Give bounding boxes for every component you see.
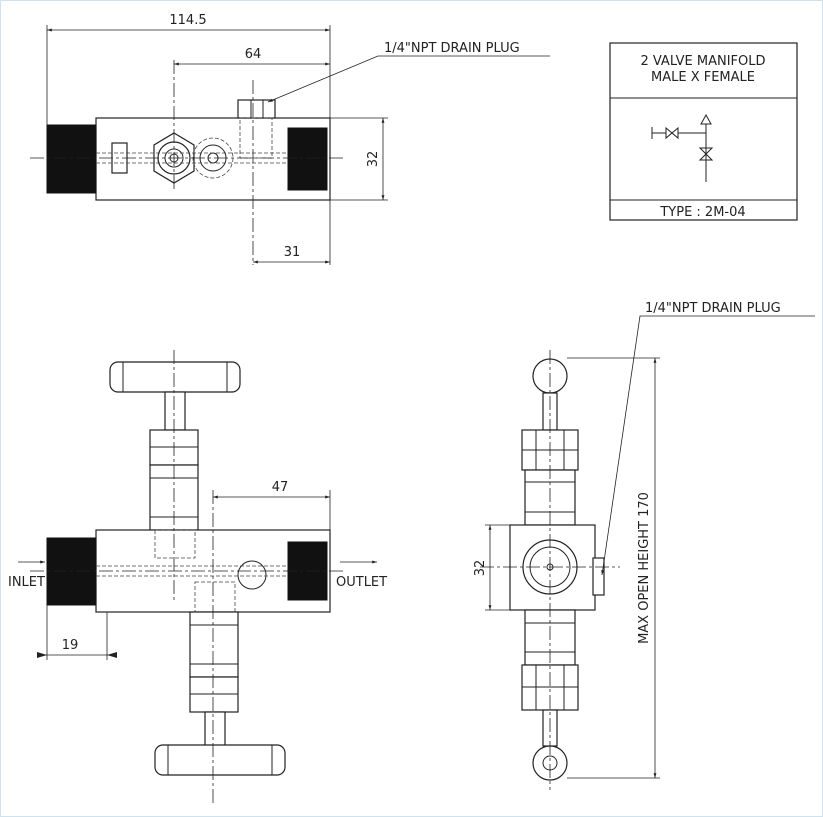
side-drain-plug-label: 1/4"NPT DRAIN PLUG [645, 301, 781, 316]
dim-side-32: 32 [473, 560, 488, 577]
outlet-label: OUTLET [336, 575, 387, 590]
title-block: 2 VALVE MANIFOLD MALE X FEMALE TYPE : 2M… [609, 42, 798, 221]
dim-max-open-height: MAX OPEN HEIGHT 170 [637, 492, 652, 644]
type-label: TYPE : 2M-04 [659, 205, 745, 220]
dim-plug-offset: 31 [284, 245, 301, 260]
side-view: 32 MAX OPEN HEIGHT 170 1/4"NPT DRAIN PLU… [473, 301, 815, 790]
front-view: 47 19 INLET OUTLET [8, 350, 387, 805]
male-thread [46, 124, 97, 194]
title-line-2: MALE X FEMALE [651, 70, 755, 85]
title-line-1: 2 VALVE MANIFOLD [640, 54, 765, 69]
drain-plug-label: 1/4"NPT DRAIN PLUG [384, 41, 520, 56]
dim-center: 64 [245, 47, 262, 62]
female-thread [287, 127, 328, 191]
dim-height: 32 [366, 151, 381, 168]
dim-47: 47 [272, 480, 289, 495]
dim-overall-length: 114.5 [169, 13, 206, 28]
dim-19: 19 [62, 638, 79, 653]
top-view: 114.5 64 32 31 1/4"NPT DRAIN PLUG [30, 13, 550, 265]
drain-plug [237, 99, 276, 119]
inlet-label: INLET [8, 575, 45, 590]
valve-symbol-icon [651, 113, 714, 182]
